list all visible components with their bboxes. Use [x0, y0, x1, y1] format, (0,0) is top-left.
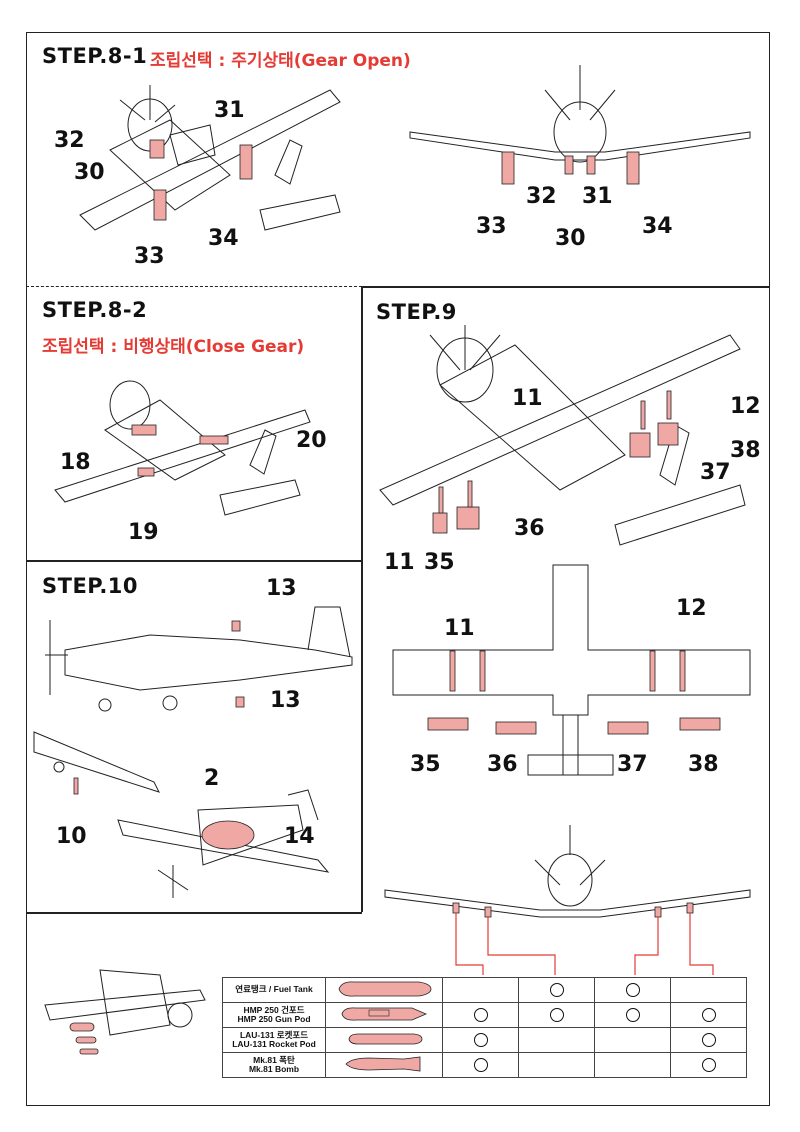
circle-mark: [701, 1058, 716, 1072]
callout-31-left: 31: [214, 98, 245, 123]
callout-33-right: 33: [476, 214, 507, 239]
callout-30-left: 30: [74, 160, 105, 185]
step9-callout-35-top: 35: [424, 550, 455, 575]
callout-18: 18: [60, 450, 91, 475]
step8-1-aircraft-iso: [79, 85, 341, 231]
divider-step8-dashed: [26, 286, 362, 287]
step9-callout-38-bottom: 38: [688, 752, 719, 777]
step9-callout-37-top: 37: [700, 460, 731, 485]
step9-aircraft-topview: [392, 564, 751, 776]
divider-step8-2-bottom: [26, 560, 362, 562]
bomb-opt-4: [670, 1052, 747, 1078]
divider-vertical-mid: [361, 286, 363, 912]
step9-aircraft-iso: [379, 325, 746, 546]
callout-33-left: 33: [134, 244, 165, 269]
row-label-bomb: Mk.81 폭탄 Mk.81 Bomb: [222, 1052, 326, 1078]
gun-pod-icon: [341, 1007, 428, 1021]
gun-pod-opt-2: [518, 1002, 595, 1028]
fuel-tank-opt-2: [518, 977, 595, 1003]
rocket-pod-label-text: LAU-131 로켓포드 LAU-131 Rocket Pod: [232, 1029, 316, 1049]
callout-32-left: 32: [54, 128, 85, 153]
circle-mark: [625, 1008, 640, 1022]
rocket-pod-icon: [348, 1033, 423, 1045]
bomb-picture: [325, 1052, 443, 1078]
row-label-gun-pod: HMP 250 건포드 HMP 250 Gun Pod: [222, 1002, 326, 1028]
circle-mark: [473, 1033, 488, 1047]
divider-step10-bottom: [26, 912, 362, 914]
row-label-rocket-pod: LAU-131 로켓포드 LAU-131 Rocket Pod: [222, 1027, 326, 1053]
gun-pod-opt-1: [442, 1002, 519, 1028]
circle-mark: [625, 983, 640, 997]
rocket-pod-opt-4: [670, 1027, 747, 1053]
step10-aircraft-side: [45, 606, 353, 712]
bomb-opt-3: [594, 1052, 671, 1078]
step9-callout-36-bottom: 36: [487, 752, 518, 777]
step10-callout-13-bottom: 13: [270, 688, 301, 713]
gun-pod-opt-4: [670, 1002, 747, 1028]
step10-aircraft-rear-iso: [117, 789, 330, 898]
bomb-label-text: Mk.81 폭탄 Mk.81 Bomb: [248, 1054, 300, 1074]
row-label-fuel-tank: 연료탱크 / Fuel Tank: [222, 977, 326, 1003]
circle-mark: [473, 1008, 488, 1022]
step9-callout-35-bottom: 35: [410, 752, 441, 777]
rocket-pod-picture: [325, 1027, 443, 1053]
step10-wing-detail: [33, 731, 160, 795]
rocket-pod-opt-1: [442, 1027, 519, 1053]
step10-callout-2: 2: [204, 766, 220, 791]
bomb-opt-1: [442, 1052, 519, 1078]
circle-mark: [701, 1033, 716, 1047]
step9-callout-11-bottom: 11: [444, 616, 475, 641]
step10-callout-13-top: 13: [266, 576, 297, 601]
callout-19: 19: [128, 520, 159, 545]
step8-2-title: STEP.8-2: [42, 298, 148, 322]
callout-34-left: 34: [208, 226, 239, 251]
fuel-tank-picture: [325, 977, 443, 1003]
table-row: 연료탱크 / Fuel Tank: [222, 977, 747, 1003]
step8-2-subtitle: 조립선택 : 비행상태(Close Gear): [42, 337, 305, 357]
step9-title: STEP.9: [376, 300, 457, 324]
step9-callout-38-top: 38: [730, 438, 761, 463]
step8-1-subtitle: 조립선택 : 주기상태(Gear Open): [150, 51, 411, 71]
fuel-tank-opt-4: [670, 977, 747, 1003]
step10-callout-14: 14: [284, 824, 315, 849]
step9-callout-37-bottom: 37: [617, 752, 648, 777]
callout-32-right: 32: [526, 184, 557, 209]
step9-callout-12-bottom: 12: [676, 596, 707, 621]
step8-1-title: STEP.8-1: [42, 44, 148, 68]
table-row: HMP 250 건포드 HMP 250 Gun Pod: [222, 1002, 747, 1028]
step9-callout-11-low: 11: [384, 550, 415, 575]
loadout-table: 연료탱크 / Fuel Tank HMP 250 건포드 HMP 250 Gun…: [222, 977, 747, 1078]
circle-mark: [549, 1008, 564, 1022]
rocket-pod-opt-2: [518, 1027, 595, 1053]
callout-30-right: 30: [555, 226, 586, 251]
fuel-tank-opt-3: [594, 977, 671, 1003]
callout-20: 20: [296, 428, 327, 453]
step10-title: STEP.10: [42, 574, 139, 598]
divider-step8-bottom-right: [362, 286, 770, 288]
step9-callout-11-top: 11: [512, 386, 543, 411]
bomb-opt-2: [518, 1052, 595, 1078]
gun-pod-opt-3: [594, 1002, 671, 1028]
circle-mark: [701, 1008, 716, 1022]
step9-callout-12-top: 12: [730, 394, 761, 419]
gun-pod-label-text: HMP 250 건포드 HMP 250 Gun Pod: [237, 1004, 311, 1024]
step8-1-aircraft-front: [409, 65, 751, 185]
circle-mark: [549, 983, 564, 997]
step10-callout-10: 10: [56, 824, 87, 849]
table-row: Mk.81 폭탄 Mk.81 Bomb: [222, 1052, 747, 1078]
callout-31-right: 31: [582, 184, 613, 209]
rocket-pod-opt-3: [594, 1027, 671, 1053]
bomb-icon: [345, 1056, 421, 1072]
callout-34-right: 34: [642, 214, 673, 239]
gun-pod-picture: [325, 1002, 443, 1028]
loadout-aircraft-front: [384, 825, 751, 975]
page-frame: [26, 32, 770, 1106]
table-row: LAU-131 로켓포드 LAU-131 Rocket Pod: [222, 1027, 747, 1053]
fuel-tank-opt-1: [442, 977, 519, 1003]
circle-mark: [473, 1058, 488, 1072]
step9-callout-36-top: 36: [514, 516, 545, 541]
step8-2-aircraft-iso: [54, 380, 311, 516]
loadout-aircraft-iso: [44, 969, 206, 1055]
fuel-tank-icon: [338, 981, 432, 997]
